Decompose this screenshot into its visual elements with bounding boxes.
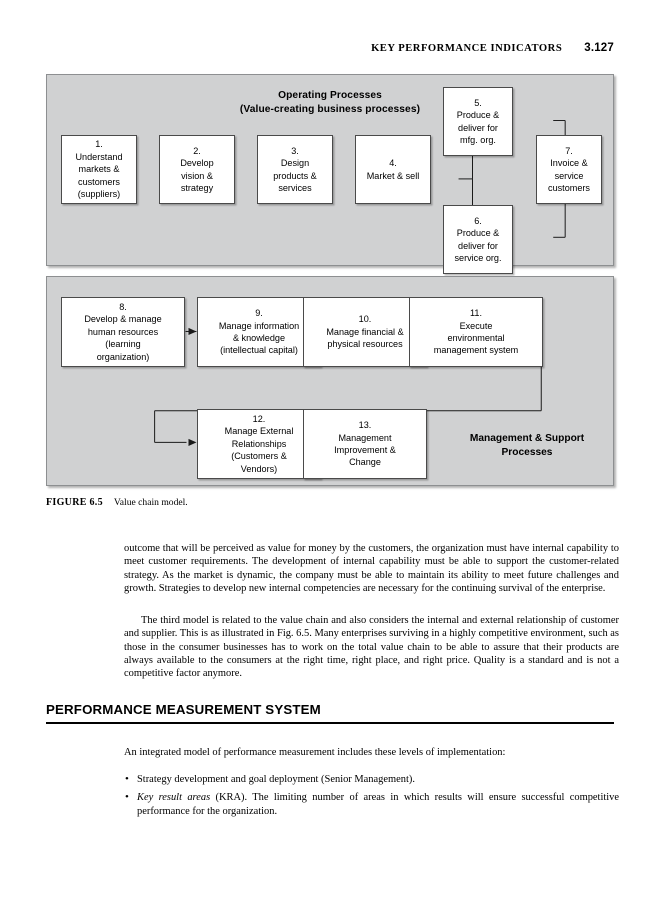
process-box-8[interactable]: 8. Develop & manage human resources (lea…: [61, 297, 185, 367]
process-box-2-label: Develop vision & strategy: [180, 158, 214, 193]
list-item: • Key result areas (KRA). The limiting nu…: [124, 791, 619, 818]
body-paragraph-1: outcome that will be perceived as value …: [124, 542, 619, 595]
process-box-1-number: 1.: [95, 139, 103, 150]
process-box-9[interactable]: 9. Manage information & knowledge (intel…: [197, 297, 321, 367]
process-box-7-label: Invoice & service customers: [548, 158, 590, 193]
list-item-text: (KRA). The limiting number of areas in w…: [137, 792, 620, 817]
list-item-text: Strategy development and goal deployment…: [137, 774, 415, 785]
bullet-marker: •: [125, 790, 129, 803]
process-box-5-number: 5.: [474, 97, 482, 108]
process-box-11-number: 11.: [470, 308, 482, 319]
process-box-1-label: Understand markets & customers (supplier…: [75, 151, 123, 200]
section-heading: PERFORMANCE MEASUREMENT SYSTEM: [46, 702, 321, 717]
process-box-3[interactable]: 3. Design products & services: [257, 135, 333, 204]
process-box-8-number: 8.: [119, 301, 127, 312]
operating-processes-panel: Operating Processes (Value-creating busi…: [46, 74, 614, 274]
bullet-marker: •: [125, 772, 129, 785]
process-box-12-label: Manage External Relationships (Customers…: [224, 426, 294, 474]
process-box-13-label: Management Improvement & Change: [334, 432, 396, 468]
section-lead-in: An integrated model of performance measu…: [124, 747, 506, 758]
support-processes-panel: 8. Develop & manage human resources (lea…: [46, 276, 614, 486]
process-box-2-number: 2.: [193, 145, 201, 156]
section-heading-rule: [46, 722, 614, 724]
running-head-title: KEY PERFORMANCE INDICATORS: [371, 43, 563, 54]
process-box-11[interactable]: 11. Execute environmental management sys…: [409, 297, 543, 367]
process-box-8-label: Develop & manage human resources (learni…: [84, 314, 162, 362]
process-box-7-number: 7.: [565, 145, 573, 156]
process-box-6-number: 6.: [474, 215, 482, 226]
process-box-4-number: 4.: [389, 158, 397, 169]
list-item: • Strategy development and goal deploymen…: [124, 773, 619, 786]
operating-processes-title-line1: Operating Processes: [278, 90, 382, 101]
process-box-13[interactable]: 13. Management Improvement & Change: [303, 409, 427, 479]
process-box-3-label: Design products & services: [273, 158, 317, 193]
process-box-10[interactable]: 10. Manage financial & physical resource…: [303, 297, 427, 367]
operating-processes-title-line2: (Value-creating business processes): [239, 103, 421, 115]
figure-caption-label: FIGURE 6.5: [46, 497, 103, 508]
body-paragraph-2-text: The third model is related to the value …: [124, 615, 619, 680]
process-box-13-number: 13.: [358, 420, 372, 431]
process-box-1[interactable]: 1. Understand markets & customers (suppl…: [61, 135, 137, 204]
process-box-4-label: Market & sell: [366, 170, 420, 181]
process-box-9-number: 9.: [255, 308, 263, 319]
implementation-levels-list: • Strategy development and goal deploymen…: [124, 773, 619, 823]
page-folio: 3.127: [584, 42, 614, 54]
support-processes-area-label: Management & Support Processes: [469, 433, 585, 458]
process-box-9-label: Manage information & knowledge (intellec…: [218, 320, 300, 356]
list-item-italic-lead: Key result areas: [137, 792, 211, 804]
body-paragraph-2: The third model is related to the value …: [124, 614, 619, 680]
process-box-12-number: 12.: [252, 413, 266, 424]
process-box-4[interactable]: 4. Market & sell: [355, 135, 431, 204]
process-box-5-label: Produce & deliver for mfg. org.: [456, 110, 500, 145]
process-box-10-label: Manage financial & physical resources: [326, 326, 404, 350]
operating-processes-title: Operating Processes (Value-creating busi…: [47, 89, 613, 116]
process-box-10-number: 10.: [358, 314, 372, 325]
body-paragraph-1-text: outcome that will be perceived as value …: [124, 543, 619, 594]
figure-caption-text: Value chain model.: [113, 497, 188, 508]
process-box-3-number: 3.: [291, 145, 299, 156]
running-head: KEY PERFORMANCE INDICATORS 3.127: [371, 42, 614, 54]
process-box-11-label: Execute environmental management system: [433, 320, 519, 356]
process-box-2[interactable]: 2. Develop vision & strategy: [159, 135, 235, 204]
process-box-7[interactable]: 7. Invoice & service customers: [536, 135, 602, 204]
figure-caption: FIGURE 6.5 Value chain model.: [46, 497, 188, 508]
process-box-6-label: Produce & deliver for service org.: [454, 228, 502, 263]
process-box-6[interactable]: 6. Produce & deliver for service org.: [443, 205, 513, 274]
process-box-5[interactable]: 5. Produce & deliver for mfg. org.: [443, 87, 513, 156]
process-box-12[interactable]: 12. Manage External Relationships (Custo…: [197, 409, 321, 479]
